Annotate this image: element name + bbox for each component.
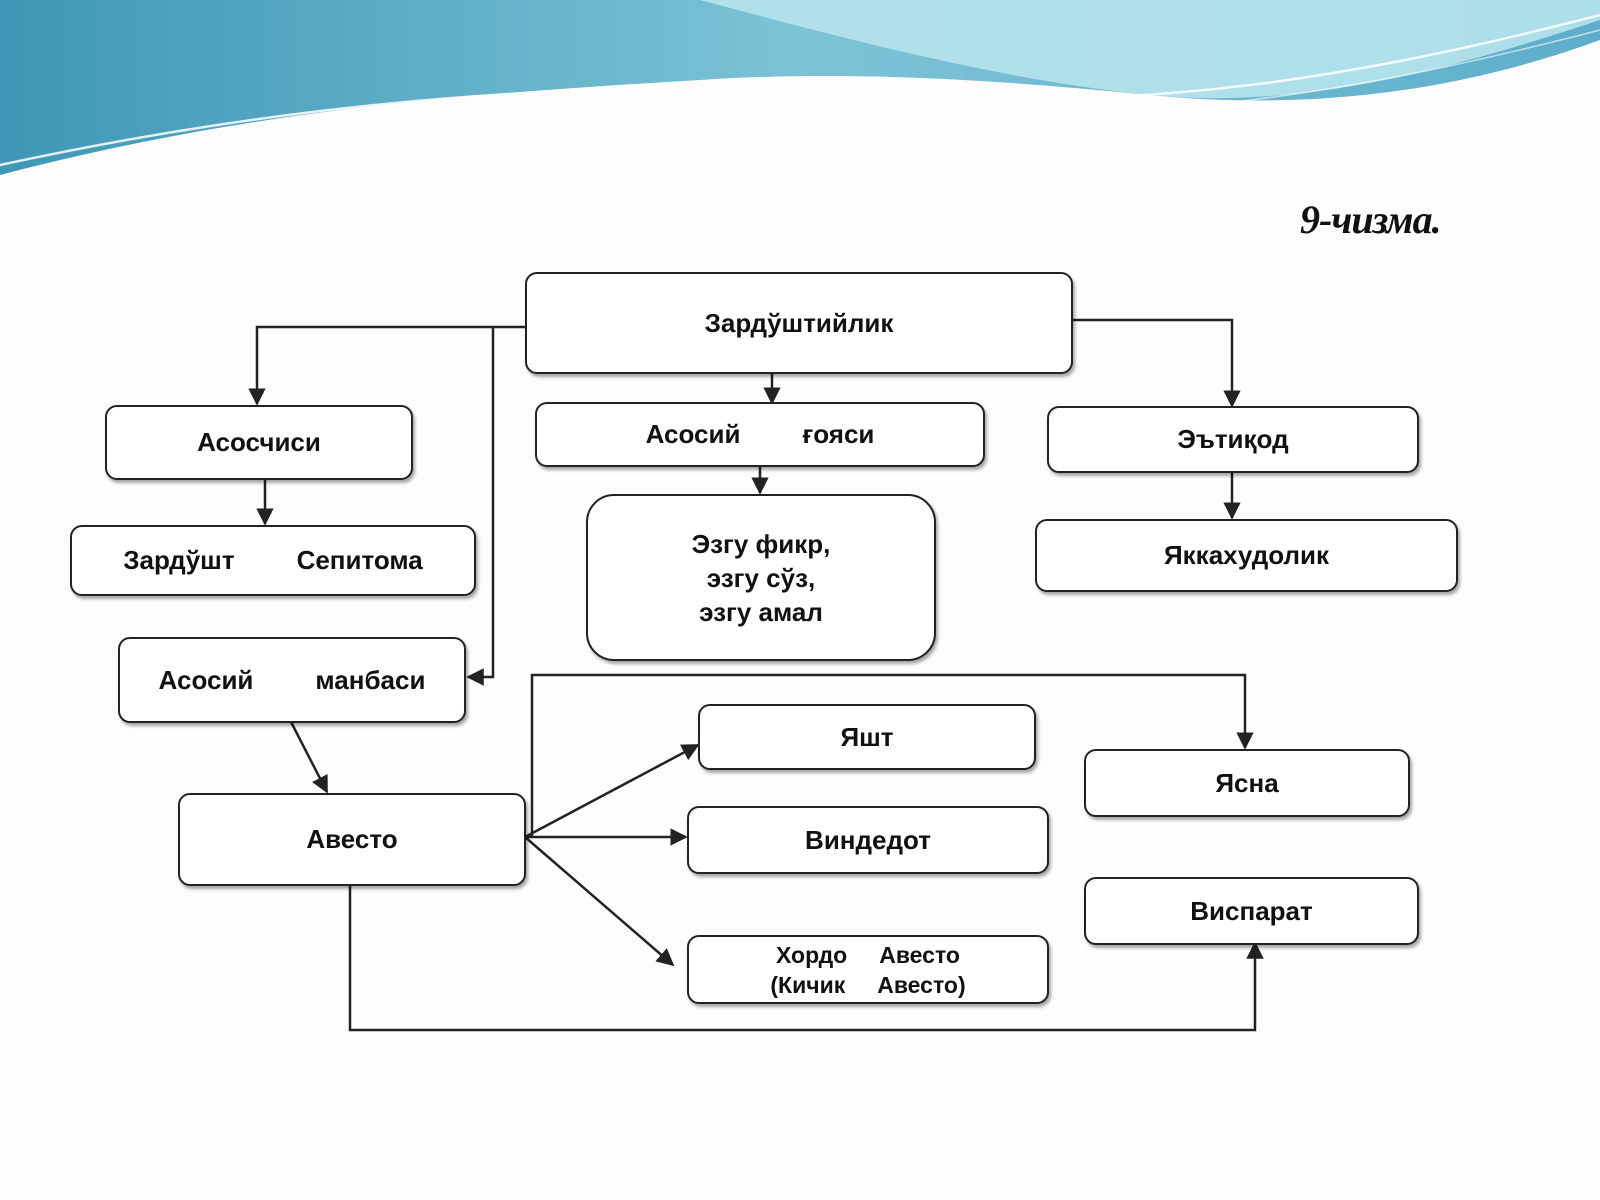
- node-avesta-label: Авесто: [306, 824, 398, 854]
- node-khordeh-avesta: Хордо Авесто (Кичик Авесто): [687, 935, 1049, 1004]
- arrow-avesta-to-visparad: [348, 885, 1264, 1032]
- arrow-root-to-founder: [248, 325, 525, 406]
- node-monotheism: Яккахудолик: [1035, 519, 1458, 592]
- node-zoroastrianism: Зардўштийлик: [525, 272, 1073, 374]
- ethics-line-1: Эзгу фикр,: [691, 528, 831, 559]
- khordeh-word-1: Хордо: [776, 941, 848, 968]
- main-source-word-2: манбаси: [315, 664, 426, 695]
- node-founder: Асосчиси: [105, 405, 413, 480]
- main-idea-word-2: ғояси: [802, 419, 875, 449]
- node-yasna-label: Ясна: [1215, 767, 1279, 798]
- ethics-line-2: эзгу сўз,: [706, 562, 816, 593]
- founder-name-2: Сепитома: [296, 545, 423, 575]
- arrow-avesta-to-yasht: [524, 743, 700, 839]
- founder-name-1: Зардўшт: [123, 545, 235, 575]
- node-vendidad-label: Виндедот: [805, 824, 931, 855]
- node-founder-names: Зардўшт Сепитома: [70, 525, 476, 596]
- arrow-root-to-belief: [1072, 318, 1241, 408]
- arrow-root-to-main-source: [466, 327, 495, 686]
- arrow-source-to-avesta: [288, 719, 329, 794]
- node-ethics: Эзгу фикр, эзгу сўз, эзгу амал: [586, 494, 936, 661]
- main-source-word-1: Асосий: [158, 664, 254, 695]
- khordeh-word-4: Авесто): [877, 971, 966, 998]
- node-main-source: Асосий манбаси: [118, 637, 466, 723]
- node-visparad-label: Виспарат: [1190, 895, 1313, 926]
- header-wave-decoration: [0, 0, 1600, 181]
- node-avesta: Авесто: [178, 793, 526, 886]
- arrow-avesta-to-yasna: [530, 673, 1254, 837]
- node-visparad: Виспарат: [1084, 877, 1419, 945]
- arrow-avesta-to-khordeh: [524, 836, 675, 967]
- node-vendidad: Виндедот: [687, 806, 1049, 874]
- figure-label: 9-чизма.: [1300, 197, 1442, 242]
- node-zoroastrianism-label: Зардўштийлик: [704, 307, 894, 338]
- khordeh-word-3: (Кичик: [770, 971, 846, 998]
- khordeh-word-2: Авесто: [879, 941, 960, 968]
- node-main-idea: Асосий ғояси: [535, 402, 985, 467]
- node-belief-label: Эътиқод: [1177, 424, 1289, 454]
- node-yasht-label: Яшт: [840, 721, 894, 752]
- main-idea-word-1: Асосий: [645, 419, 741, 449]
- node-monotheism-label: Яккахудолик: [1163, 540, 1329, 570]
- ethics-line-3: эзгу амал: [699, 596, 823, 627]
- node-yasht: Яшт: [698, 704, 1036, 770]
- node-founder-label: Асосчиси: [197, 427, 321, 457]
- node-belief: Эътиқод: [1047, 406, 1419, 473]
- node-yasna: Ясна: [1084, 749, 1410, 817]
